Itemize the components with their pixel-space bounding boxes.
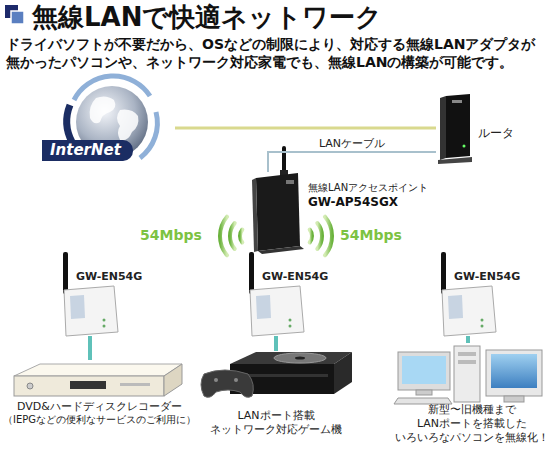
router-box: ルータ [436,92,548,162]
speed-label: 54Mbps [140,227,220,245]
node-text: DVD&ハードディスクレコーダー [2,400,197,414]
adapter-device [249,252,304,336]
title-icon [5,5,24,24]
adapter-device [441,252,496,336]
node-text: GW-EN54G [76,270,144,284]
wireless-waves [220,217,332,256]
node-text: 無線LANアクセスポイント [308,182,450,195]
node-text: InterNet [42,140,133,161]
device-box: DVD&ハードディスクレコーダー（IEPGなどの便利なサービスのご利用に） [2,360,197,426]
description-text: ドライバソフトが不要だから、OSなどの制限により、対応する無線LANアダプタが … [6,36,552,71]
game-console [201,352,352,397]
node-text: ルータ [478,126,548,141]
node-text: （IEPGなどの便利なサービスのご利用に） [2,414,197,427]
device-box: 新型〜旧機種まで LANポートを搭載した いろいろなパソコンを無線化！ [392,343,552,444]
node-text: GW-EN54G [262,270,330,284]
cable-line [274,336,278,351]
cable-line [175,127,436,130]
cable-line [268,152,436,172]
router-device [438,94,472,164]
adapter-box: GW-EN54G [246,270,330,336]
adapter-device [63,252,118,336]
node-text: GW-AP54SGX [308,195,450,210]
node-text: GW-EN54G [454,270,522,284]
cable-line [88,336,92,360]
node-text: LANポート搭載 ネットワーク対応ゲーム機 [195,409,357,437]
node-text: 新型〜旧機種まで LANポートを搭載した いろいろなパソコンを無線化！ [392,403,552,444]
access-point-device [252,148,304,254]
edge-label: LANケーブル [316,137,388,150]
adapter-box: GW-EN54G [438,270,522,336]
adapter-box: GW-EN54G [60,270,144,336]
internet-cloud: InterNet [40,82,175,168]
speed-label: 54Mbps [340,227,420,245]
diagram-title: 無線LANで快適ネットワーク [32,2,382,33]
device-box: LANポート搭載 ネットワーク対応ゲーム機 [195,351,357,437]
personal-computers [394,346,542,404]
cable-line [466,336,470,343]
dvd-recorder [14,364,182,396]
